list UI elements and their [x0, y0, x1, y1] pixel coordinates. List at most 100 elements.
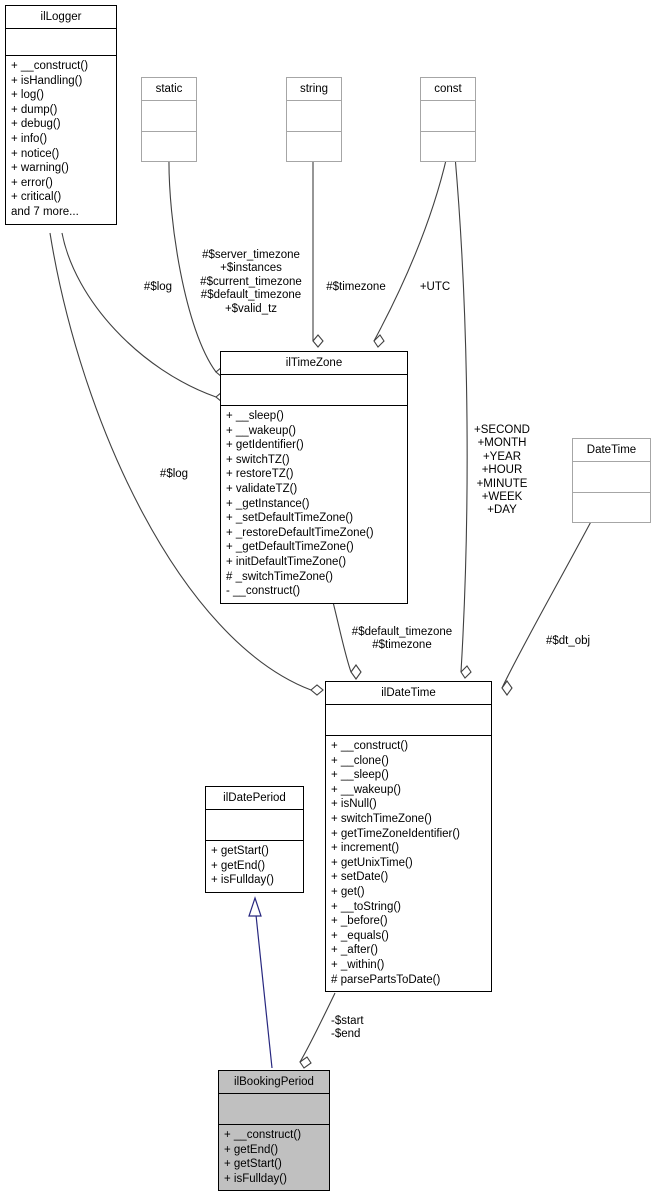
class-title-const: const: [434, 83, 462, 95]
class-member: + isFullday(): [224, 1172, 287, 1185]
class-operations-illogger: + __construct()+ isHandling()+ log()+ du…: [6, 56, 116, 224]
class-separator: [326, 704, 491, 705]
class-separator: [421, 100, 475, 101]
class-member: + __wakeup(): [331, 783, 401, 796]
class-operations-const: [421, 132, 475, 161]
class-member: + isNull(): [331, 798, 377, 811]
edge-label-line: +WEEK: [481, 491, 523, 504]
edge-label-line: #$server_timezone: [202, 249, 300, 261]
class-box-illogger[interactable]: ilLogger + __construct()+ isHandling()+ …: [5, 5, 117, 225]
class-member: + _before(): [331, 915, 388, 928]
class-operations-ildatetime: + __construct()+ __clone()+ __sleep()+ _…: [326, 736, 491, 991]
edge-label-line: +$valid_tz: [224, 302, 278, 315]
edge-label-datetime-bookingperiod: -$start-$end: [331, 1015, 401, 1042]
class-member: + _getInstance(): [226, 497, 310, 510]
class-operations-ilbookingperiod: + __construct()+ getEnd()+ getStart()+ i…: [219, 1125, 329, 1190]
class-member: + getStart(): [224, 1158, 282, 1171]
edge-label-line: -$start: [331, 1015, 364, 1027]
edge-datetime-dtobj: [501, 515, 595, 689]
class-member: + dump(): [11, 103, 58, 116]
class-box-string[interactable]: string: [286, 77, 342, 162]
class-separator: [287, 100, 341, 101]
class-box-ilbookingperiod[interactable]: ilBookingPeriod + __construct()+ getEnd(…: [218, 1070, 330, 1192]
class-box-const[interactable]: const: [420, 77, 476, 162]
class-box-iltimezone[interactable]: ilTimeZone + __sleep()+ __wakeup()+ getI…: [220, 351, 408, 604]
class-member: + _equals(): [331, 929, 389, 942]
class-member: + debug(): [11, 118, 61, 131]
class-title-iltimezone: ilTimeZone: [285, 357, 343, 369]
class-separator: [221, 405, 407, 406]
class-attributes-static: [142, 101, 196, 131]
edge-label-line: +SECOND: [474, 424, 530, 436]
class-member: # parsePartsToDate(): [331, 973, 441, 986]
class-member: + __construct(): [331, 740, 409, 752]
class-separator: [219, 1093, 329, 1094]
class-separator: [206, 809, 303, 810]
edge-label-line: +DAY: [487, 504, 517, 517]
edge-label-string-timezone: #$timezone: [326, 281, 386, 293]
class-box-static[interactable]: static: [141, 77, 197, 162]
class-member: + __sleep(): [226, 410, 284, 422]
edge-label-const-datetime: +SECOND+MONTH+YEAR+HOUR+MINUTE+WEEK+DAY: [466, 424, 538, 518]
class-separator: [219, 1124, 329, 1125]
class-operations-ildateperiod: + getStart()+ getEnd()+ isFullday(): [206, 841, 303, 892]
class-title-datetime: DateTime: [586, 444, 637, 456]
class-member: + setDate(): [331, 871, 389, 884]
edge-const-datetime: [454, 155, 468, 673]
class-title-illogger: ilLogger: [40, 11, 82, 23]
edge-label-const-timezone: +UTC: [419, 281, 451, 293]
diamond-const-timezone: [373, 334, 385, 348]
edge-label-line: #$default_timezone: [351, 626, 453, 638]
class-member: # _switchTimeZone(): [226, 570, 333, 583]
class-member: + log(): [11, 89, 44, 102]
class-member: + isHandling(): [11, 74, 83, 87]
edge-label-line: #$default_timezone: [200, 289, 302, 302]
class-box-ildatetime[interactable]: ilDateTime + __construct()+ __clone()+ _…: [325, 681, 492, 993]
class-separator: [206, 840, 303, 841]
edge-label-line: #$current_timezone: [200, 275, 302, 288]
edge-label-line: -$end: [331, 1028, 361, 1041]
edge-label-timezone-datetime: #$default_timezone#$timezone: [340, 626, 464, 653]
diamond-string-timezone: [312, 334, 324, 348]
class-member: + getUnixTime(): [331, 856, 413, 869]
class-separator: [326, 735, 491, 736]
class-member: + switchTZ(): [226, 453, 290, 466]
class-title-ildateperiod: ilDatePeriod: [223, 792, 286, 804]
class-member: + __toString(): [331, 900, 401, 913]
class-separator: [573, 461, 650, 462]
class-separator: [142, 131, 196, 132]
diamond-const-datetime: [460, 665, 472, 679]
class-member: + warning(): [11, 162, 69, 175]
class-member: + getStart(): [211, 845, 269, 857]
class-attributes-datetime: [573, 462, 650, 492]
class-member: + _getDefaultTimeZone(): [226, 541, 354, 554]
class-member: + switchTimeZone(): [331, 812, 432, 825]
diamond-logger-datetime: [310, 684, 324, 696]
class-attributes-const: [421, 101, 475, 131]
class-member: + _restoreDefaultTimeZone(): [226, 526, 374, 539]
class-member: + notice(): [11, 147, 60, 160]
class-operations-iltimezone: + __sleep()+ __wakeup()+ getIdentifier()…: [221, 406, 407, 603]
class-title-static: static: [155, 83, 183, 95]
edge-label-logger-timezone: #$log: [143, 281, 173, 293]
class-title-ilbookingperiod: ilBookingPeriod: [234, 1076, 314, 1088]
edge-bookingperiod-dateperiod: [248, 896, 273, 1069]
class-member: + getEnd(): [211, 859, 266, 872]
class-member: + info(): [11, 132, 48, 145]
class-attributes-iltimezone: [221, 375, 407, 405]
class-member: and 7 more...: [11, 205, 79, 218]
class-member: + validateTZ(): [226, 482, 298, 495]
class-member: + get(): [331, 885, 365, 898]
class-box-ildateperiod[interactable]: ilDatePeriod + getStart()+ getEnd()+ isF…: [205, 786, 304, 893]
edge-label-line: +HOUR: [481, 464, 523, 477]
class-member: + __sleep(): [331, 769, 389, 782]
class-box-datetime[interactable]: DateTime: [572, 438, 651, 523]
class-attributes-ildatetime: [326, 705, 491, 735]
class-member: + getEnd(): [224, 1143, 279, 1156]
class-title-string: string: [299, 83, 329, 95]
edge-datetime-bookingperiod: [299, 992, 336, 1063]
class-member: + getTimeZoneIdentifier(): [331, 827, 461, 840]
class-operations-static: [142, 132, 196, 161]
class-separator: [221, 374, 407, 375]
